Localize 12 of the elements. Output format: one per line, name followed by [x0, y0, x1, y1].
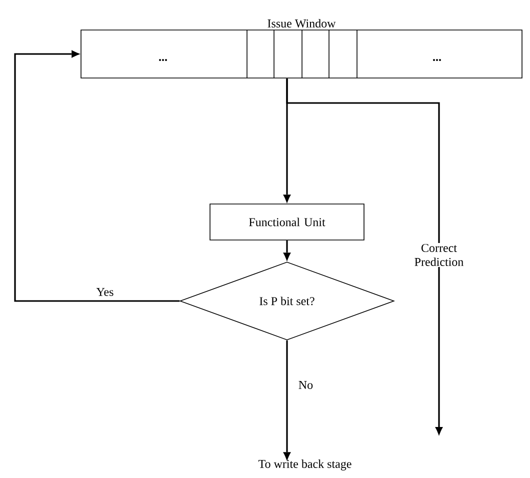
arrow — [283, 240, 291, 262]
box-title: Issue Window — [268, 19, 336, 28]
destination-text: To write back stage — [258, 460, 352, 470]
ellipsis: ... — [433, 59, 441, 61]
process-box: Functional Unit — [210, 204, 364, 240]
edge-label: No — [297, 380, 314, 390]
arrow — [283, 340, 291, 462]
edge-label: Yes — [95, 287, 115, 297]
edge-label: Correct Prediction — [403, 242, 475, 268]
ellipsis: ... — [159, 59, 167, 61]
arrow — [14, 50, 180, 302]
arrow — [286, 78, 443, 436]
